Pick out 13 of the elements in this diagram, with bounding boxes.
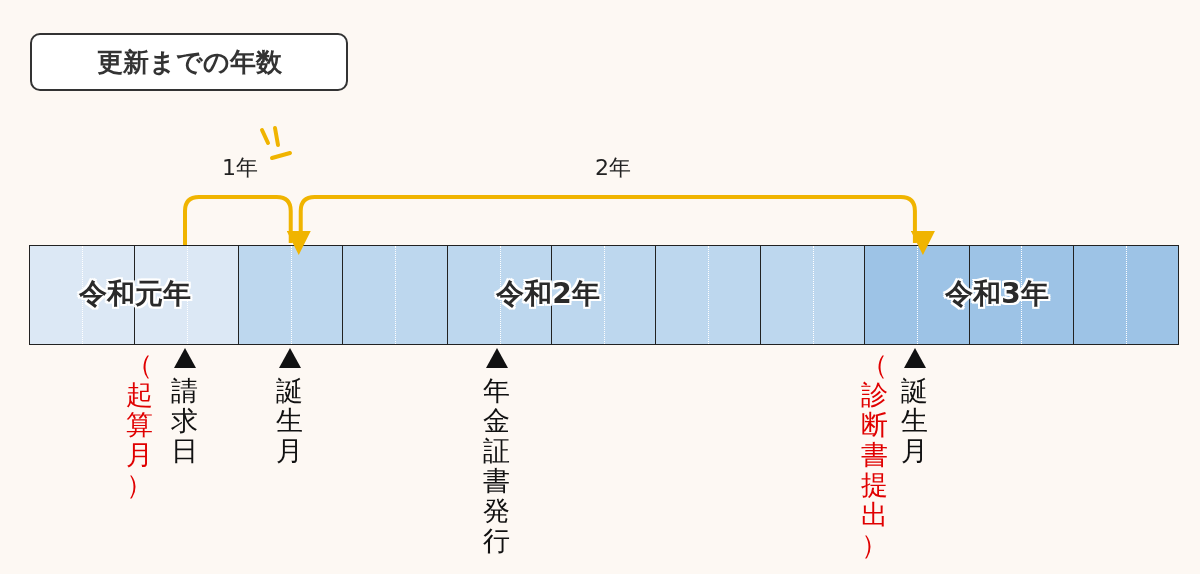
event-text: 誕生月 <box>274 376 304 466</box>
year-band <box>238 245 865 345</box>
event-text: 請求日 <box>169 376 199 466</box>
arrow <box>298 195 935 255</box>
year-band <box>30 245 239 345</box>
year-band <box>864 245 1178 345</box>
event-text: 誕生月 <box>899 376 929 466</box>
year-label: 令和2年 <box>496 276 600 312</box>
note-text: （診断書提出） <box>859 350 889 560</box>
event-text: 年金証書発行 <box>481 376 511 556</box>
title-box: 更新までの年数 <box>30 33 348 91</box>
arrow <box>183 195 311 255</box>
note-text: （起算月） <box>124 350 154 500</box>
